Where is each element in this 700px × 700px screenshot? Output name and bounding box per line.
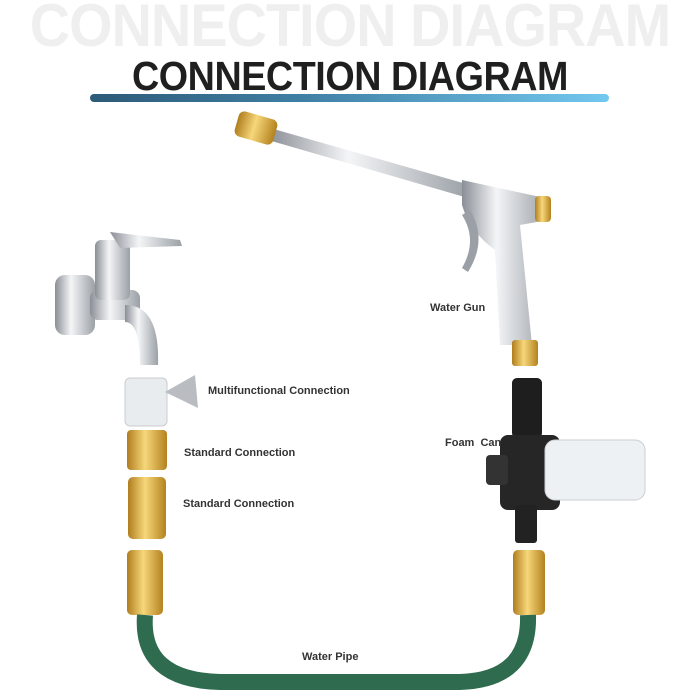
foam-can [486, 378, 646, 543]
label-standard-connection-1: Standard Connection [184, 447, 296, 459]
hose-connector-right [513, 550, 545, 615]
water-gun [234, 111, 551, 366]
label-water-pipe: Water Pipe [302, 651, 359, 663]
hose-connector-left [127, 550, 163, 615]
title-underline [90, 94, 609, 102]
ghost-title: CONNECTION DIAGRAM [29, 0, 671, 59]
label-foam-can: Foam Can [445, 437, 502, 449]
label-water-gun: Water Gun [430, 302, 486, 314]
page-title: CONNECTION DIAGRAM [132, 53, 568, 99]
label-standard-connection-2: Standard Connection [183, 498, 295, 510]
standard-connector-1 [127, 430, 167, 470]
water-pipe [136, 614, 537, 690]
standard-connector-2 [128, 477, 166, 539]
multifunctional-connector [124, 375, 198, 427]
faucet [55, 232, 182, 365]
label-multifunctional-connection: Multifunctional Connection [208, 385, 350, 397]
